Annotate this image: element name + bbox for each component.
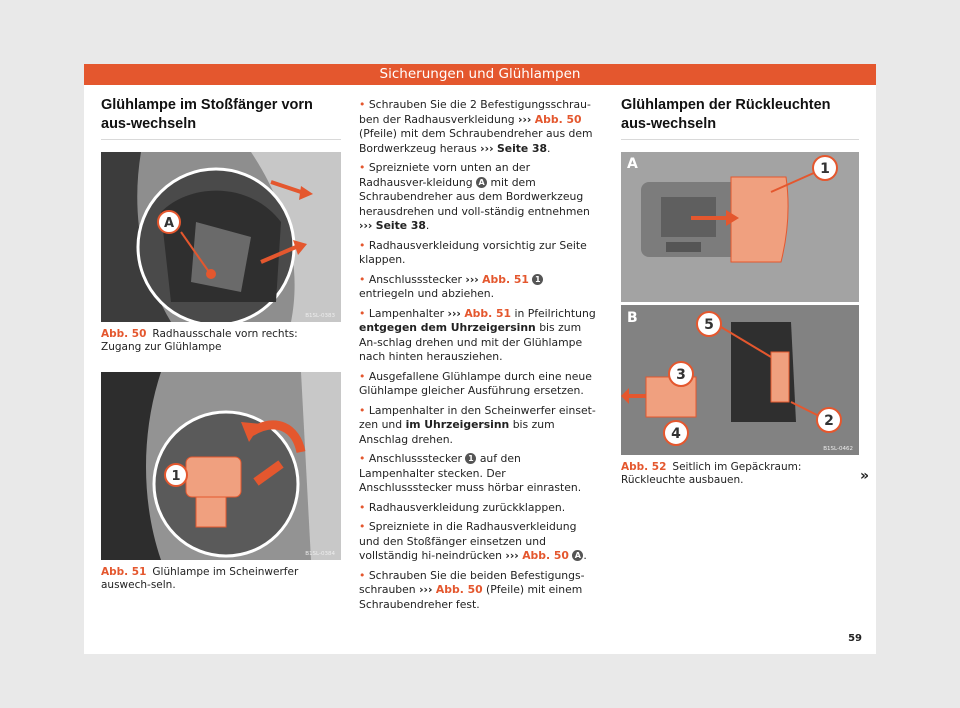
figure-label: Abb. 51 xyxy=(101,566,147,578)
divider xyxy=(621,139,859,140)
callout-1: 1 xyxy=(820,161,830,177)
wheel-housing-illustration: A xyxy=(101,152,341,322)
section-header: Sicherungen und Glühlampen xyxy=(84,64,876,85)
step-6: • Ausgefallene Glühlampe durch eine neue… xyxy=(359,369,592,398)
figure-label: Abb. 50 xyxy=(101,328,147,340)
callout-4: 4 xyxy=(671,426,681,442)
figure-51-image: 1 B1SL-0384 xyxy=(101,372,341,560)
right-column: Glühlampen der Rückleuchten aus-wechseln… xyxy=(621,96,859,487)
left-column: Glühlampe im Stoßfänger vorn aus-wechsel… xyxy=(101,96,341,592)
callout-1: 1 xyxy=(171,469,180,484)
rear-light-illustration: 1 A 5 3 4 2 B xyxy=(621,152,859,455)
step-2: • Spreizniete vorn unten an der Radhausv… xyxy=(359,161,590,232)
callout-badge: 1 xyxy=(465,453,477,464)
step-9: • Radhausverkleidung zurückklappen. xyxy=(359,500,566,514)
step-7: • Lampenhalter in den Scheinwerfer einse… xyxy=(359,403,596,446)
step-3: • Radhausverkleidung vorsichtig zur Seit… xyxy=(359,238,587,267)
step-5: • Lampenhalter ››› Abb. 51 in Pfeilricht… xyxy=(359,306,596,364)
figure-code: B1SL-0384 xyxy=(305,551,335,557)
callout-2: 2 xyxy=(824,413,834,429)
page-number: 59 xyxy=(848,633,862,644)
section-title-rear: Glühlampen der Rückleuchten aus-wechseln xyxy=(621,97,831,132)
figure-50-image: A B1SL-0383 xyxy=(101,152,341,322)
callout-badge: A xyxy=(476,176,488,188)
manual-page: Sicherungen und Glühlampen Glühlampe im … xyxy=(84,64,876,654)
step-10: • Spreizniete in die Radhausverkleidung … xyxy=(359,520,587,562)
step-1: • Schrauben Sie die 2 Befestigungsschrau… xyxy=(359,98,593,155)
step-11: • Schrauben Sie die beiden Befestigungs-… xyxy=(359,568,585,611)
divider xyxy=(101,139,341,140)
step-4: • Anschlussstecker ››› Abb. 51 1 entrieg… xyxy=(359,273,597,302)
callout-badge: A xyxy=(572,550,584,561)
callout-5: 5 xyxy=(704,317,714,333)
step-8: • Anschlussstecker 1 auf den Lampenhalte… xyxy=(359,452,582,494)
panel-A-label: A xyxy=(627,156,638,172)
panel-B-label: B xyxy=(627,310,638,326)
callout-3: 3 xyxy=(676,367,686,383)
callout-A: A xyxy=(164,216,174,231)
section-title-front: Glühlampe im Stoßfänger vorn aus-wechsel… xyxy=(101,97,313,132)
figure-code: B1SL-0383 xyxy=(305,313,335,319)
figure-label: Abb. 52 xyxy=(621,461,667,473)
middle-column: • Schrauben Sie die 2 Befestigungsschrau… xyxy=(359,98,597,617)
figure-52-image: 1 A 5 3 4 2 B B1SL-046 xyxy=(621,152,859,455)
continue-marker: » xyxy=(860,468,870,484)
headlight-bulb-illustration: 1 xyxy=(101,372,341,560)
callout-badge: 1 xyxy=(532,273,544,285)
figure-code: B1SL-0462 xyxy=(823,446,853,452)
